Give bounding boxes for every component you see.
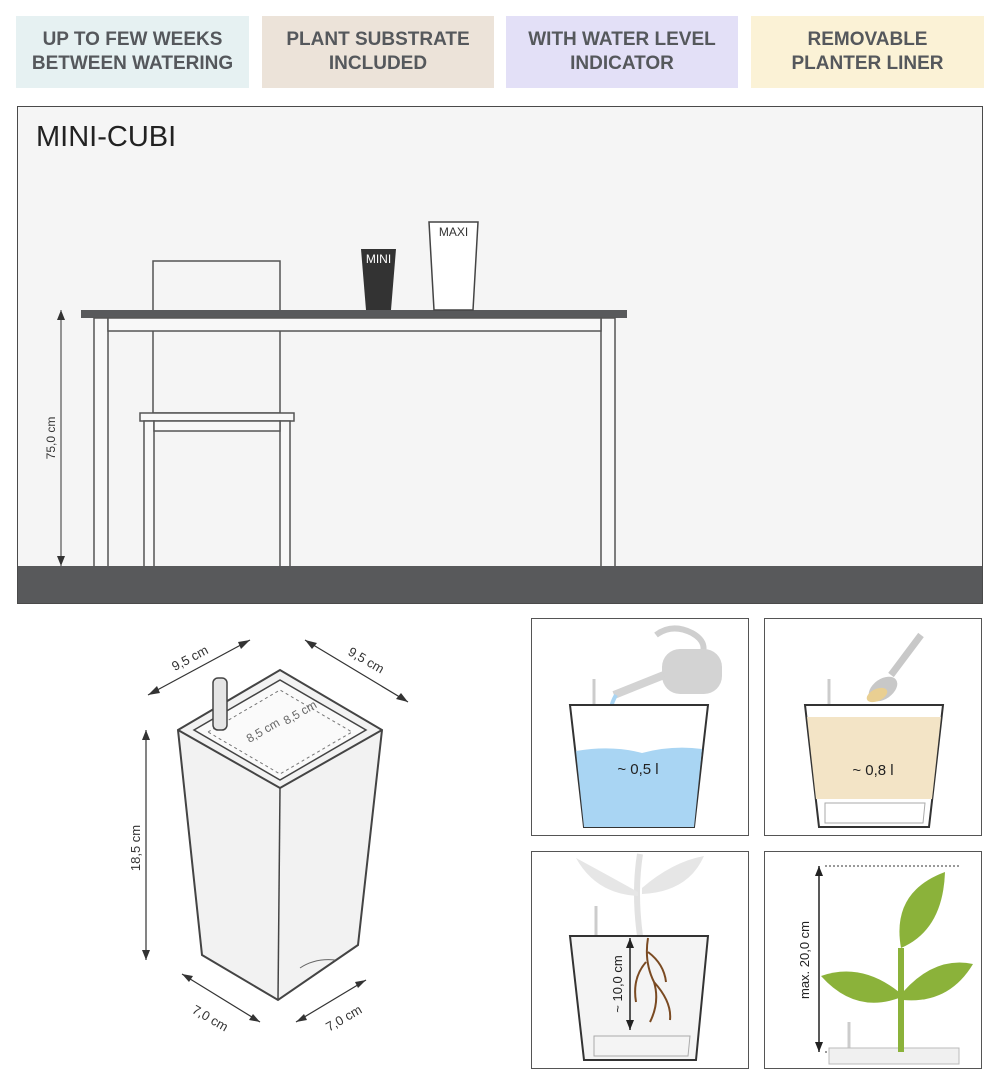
- height-label: 18,5 cm: [128, 825, 143, 871]
- water-level-indicator: [212, 677, 228, 731]
- water-reservoir-drawing: ~ 0,5 l: [568, 625, 722, 828]
- table-height-label: 75,0 cm: [44, 417, 58, 460]
- panel-plant-height: max. 20,0 cm: [764, 851, 982, 1069]
- brand-signature: [299, 959, 336, 969]
- roots-icon: [634, 937, 672, 1023]
- panel-root-depth: ~ 10,0 cm: [531, 851, 749, 1069]
- floor: [18, 566, 982, 603]
- root-depth-label: ~ 10,0 cm: [610, 955, 625, 1012]
- substrate-fill: [807, 717, 941, 799]
- panel-substrate: ~ 0,8 l: [764, 618, 982, 836]
- arrow-down-icon: [57, 556, 65, 566]
- pot-mini: [361, 249, 396, 310]
- panel-water-reservoir: ~ 0,5 l: [531, 618, 749, 836]
- leaf-right-green-icon: [903, 962, 973, 1001]
- leaf-left-icon: [576, 858, 638, 896]
- root-depth-drawing: ~ 10,0 cm: [568, 853, 710, 1061]
- scene-drawing: MINI MAXI 75,0 cm: [44, 221, 627, 569]
- water-volume-label: ~ 0,5 l: [617, 761, 658, 778]
- table-apron: [107, 317, 602, 332]
- substrate-drawing: ~ 0,8 l: [803, 632, 945, 828]
- leaf-left-green-icon: [821, 971, 899, 1003]
- leaf-top-icon: [899, 872, 945, 948]
- plant-height-drawing: max. 20,0 cm: [797, 865, 973, 1065]
- scale-scene: MINI-CUBI MINI MAXI 75,0 cm: [17, 106, 983, 604]
- table-top: [81, 310, 627, 318]
- planter-opening: [192, 679, 368, 781]
- plant-height-label: max. 20,0 cm: [797, 921, 812, 999]
- pot-maxi: [428, 221, 479, 311]
- table-leg-right: [600, 317, 616, 569]
- top-right-width-label: 9,5 cm: [346, 644, 387, 676]
- chair-leg-left: [143, 420, 155, 569]
- table-leg-left: [93, 317, 109, 569]
- chair-leg-right: [279, 420, 291, 569]
- watering-can-icon: [662, 649, 722, 694]
- planter-dimension-drawing: 9,5 cm 9,5 cm 8,5 cm 8,5 cm 18,5 cm 7,0 …: [128, 639, 409, 1034]
- scene-title: MINI-CUBI: [36, 121, 177, 153]
- chair-seat: [139, 412, 295, 422]
- base-right-label: 7,0 cm: [323, 1002, 364, 1034]
- feature-badge-water-level: WITH WATER LEVEL INDICATOR: [506, 16, 738, 88]
- feature-badge-watering: UP TO FEW WEEKS BETWEEN WATERING: [16, 16, 249, 88]
- water-fill: [576, 747, 702, 827]
- arrow-up-icon: [57, 310, 65, 320]
- leaf-right-icon: [642, 856, 704, 894]
- substrate-volume-label: ~ 0,8 l: [852, 762, 893, 779]
- pot-maxi-label: MAXI: [439, 225, 468, 239]
- feature-badge-substrate: PLANT SUBSTRATE INCLUDED: [262, 16, 494, 88]
- inner-dimension-outline: [207, 689, 353, 775]
- pot-mini-label: MINI: [366, 252, 391, 266]
- chair-rail: [153, 420, 281, 432]
- top-left-width-label: 9,5 cm: [169, 642, 210, 674]
- feature-badge-liner: REMOVABLE PLANTER LINER: [751, 16, 984, 88]
- chair-back: [152, 260, 281, 414]
- base-left-label: 7,0 cm: [190, 1002, 231, 1034]
